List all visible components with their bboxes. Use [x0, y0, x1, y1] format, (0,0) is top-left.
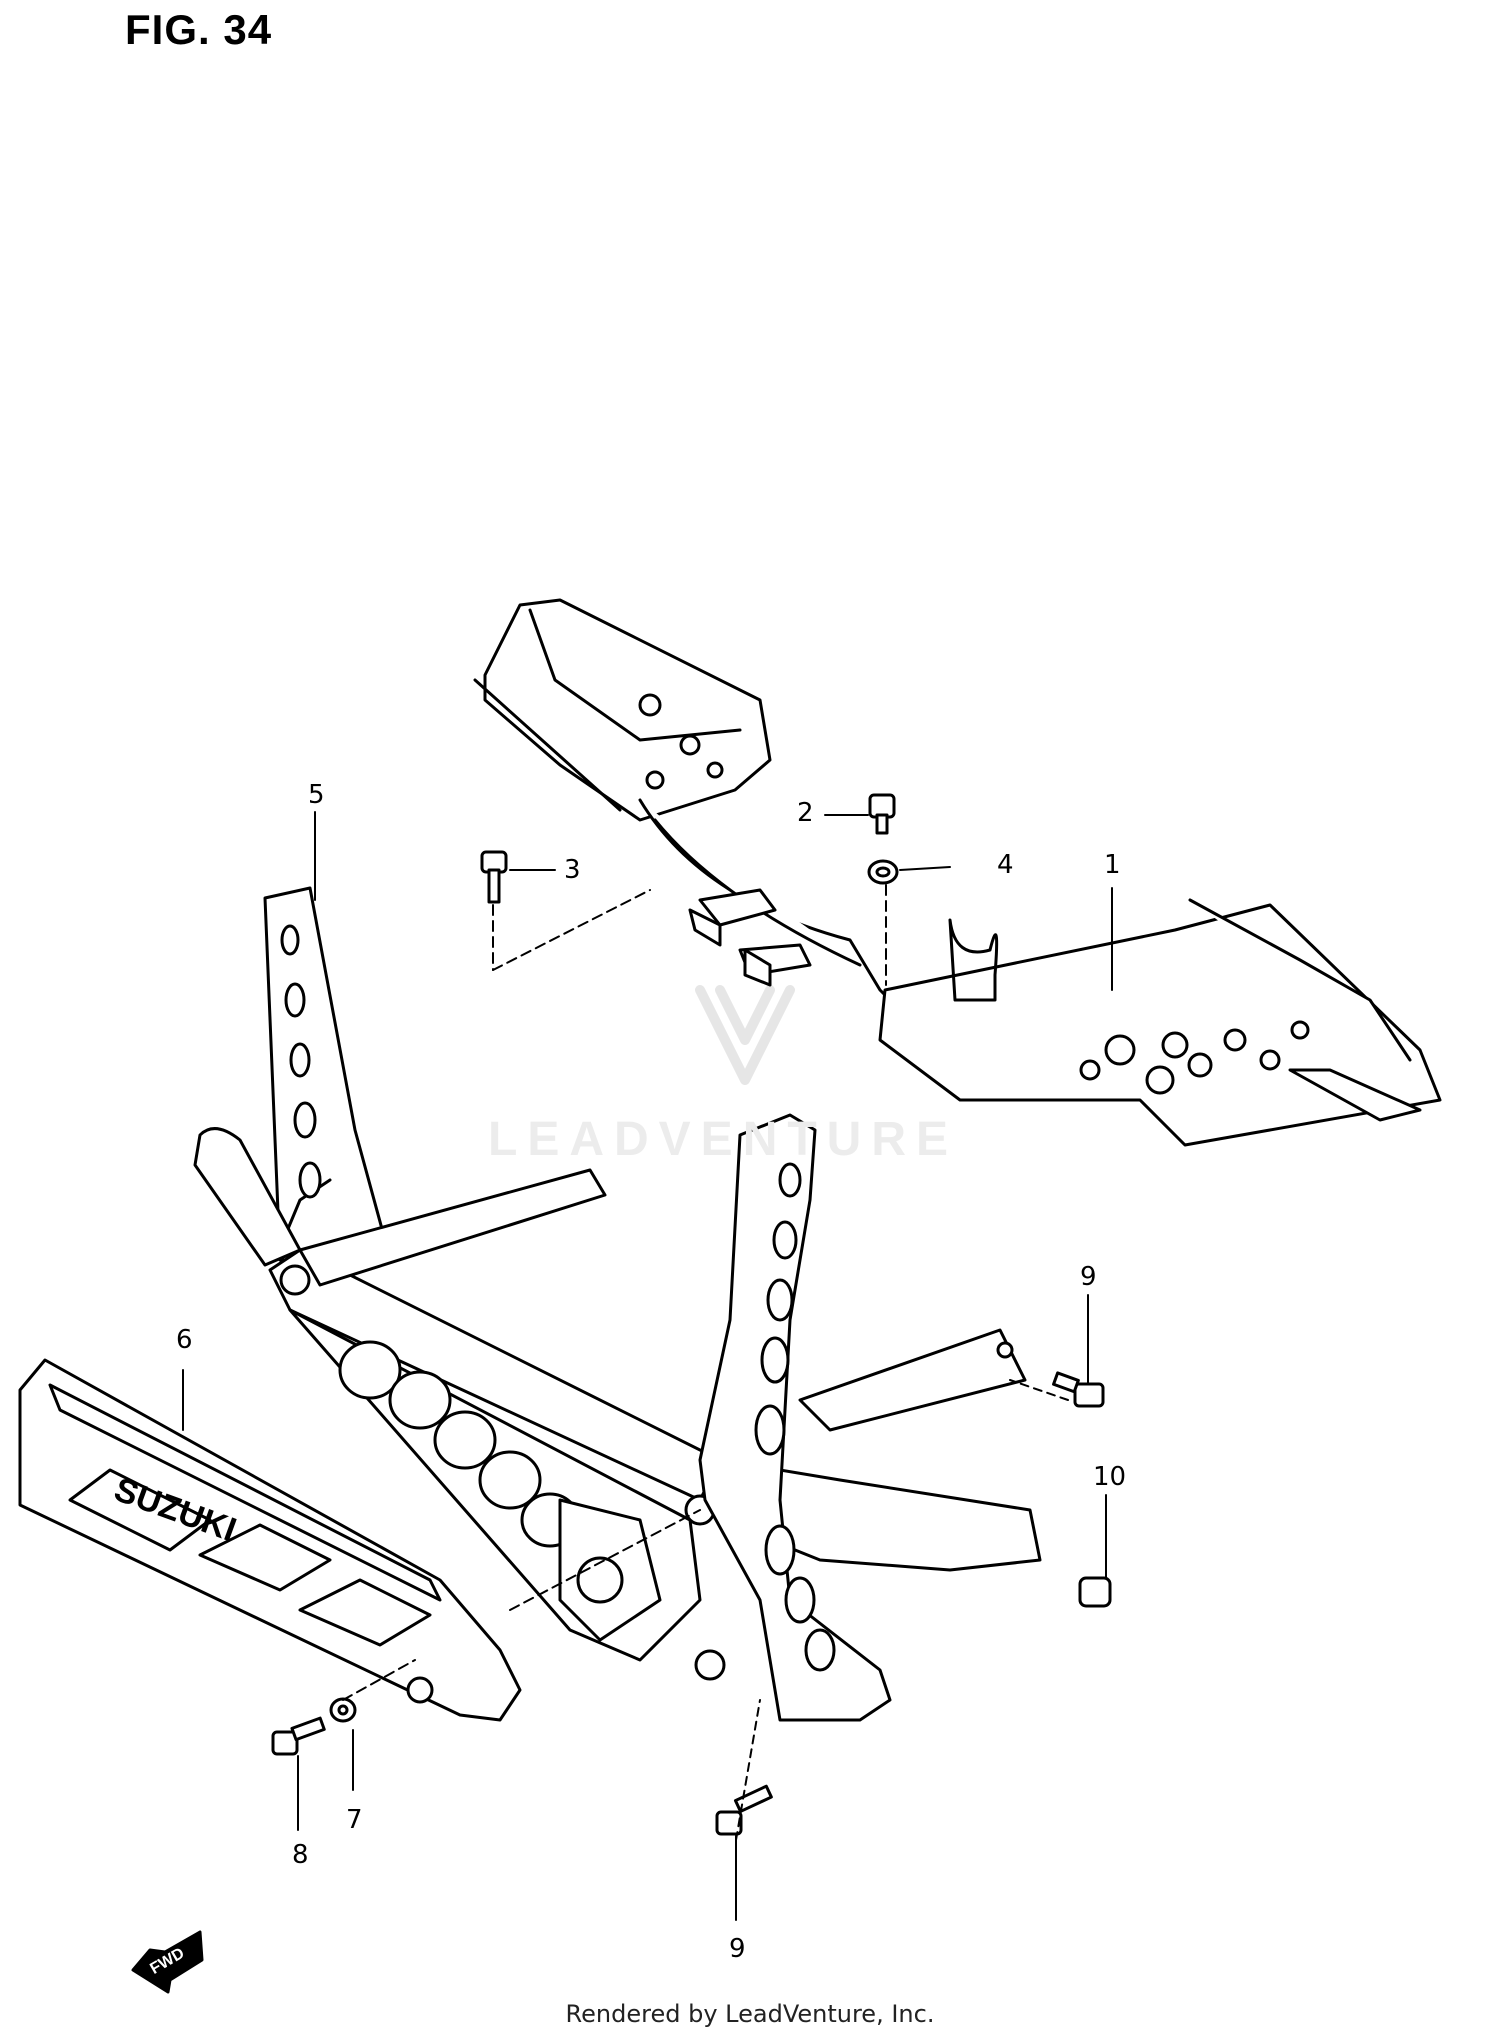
nut-part-10 — [1078, 1576, 1112, 1608]
leader-lines — [182, 811, 1113, 1921]
bolt-part-9-lower — [715, 1784, 773, 1836]
front-direction-arrow-icon: FWD — [131, 1930, 204, 1994]
callout-3: 3 — [564, 855, 581, 885]
upright-plate-right — [698, 1113, 892, 1722]
upright-plate-part-5 — [263, 886, 387, 1262]
callout-7: 7 — [346, 1805, 363, 1835]
bolt-part-3 — [480, 850, 508, 904]
footrest-bracket-part-1 — [473, 598, 1442, 1147]
guard-frame — [193, 1127, 1042, 1681]
callout-9-lower: 9 — [729, 1934, 746, 1964]
nut-part-4 — [867, 859, 899, 885]
callout-6: 6 — [176, 1325, 193, 1355]
callout-2: 2 — [797, 798, 814, 828]
callout-10: 10 — [1093, 1462, 1127, 1492]
callout-5: 5 — [308, 780, 325, 810]
bolt-part-9-upper — [1052, 1371, 1105, 1408]
figure-title: FIG. 34 — [125, 6, 273, 53]
bolt-part-8 — [271, 1716, 326, 1756]
front-guard-panel-part-6: SUZUKI — [18, 1358, 522, 1722]
leadventure-logo-icon — [695, 985, 795, 1085]
callout-9-upper: 9 — [1080, 1262, 1097, 1292]
bolt-part-2 — [868, 793, 896, 835]
watermark-text: LEADVENTURE — [488, 1113, 959, 1166]
callout-8: 8 — [292, 1840, 309, 1870]
callout-4: 4 — [997, 850, 1014, 880]
washer-part-7 — [329, 1697, 357, 1723]
callout-1: 1 — [1104, 850, 1121, 880]
footer-credit: Rendered by LeadVenture, Inc. — [565, 2000, 935, 2028]
